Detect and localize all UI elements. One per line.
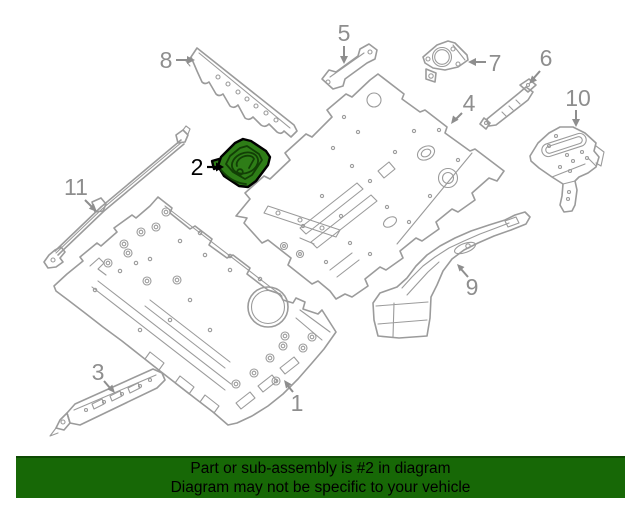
callout-3: 3 (92, 359, 115, 393)
callout-arrowhead-11 (88, 203, 97, 212)
part-6-drawing (479, 78, 537, 130)
callout-7: 7 (468, 50, 501, 76)
callout-arrow-4 (455, 112, 463, 120)
callout-10: 10 (565, 85, 591, 127)
part-2-drawing-highlighted (210, 137, 272, 189)
callout-11: 11 (64, 174, 97, 212)
callout-arrow-6 (532, 70, 541, 80)
part-11-drawing (43, 125, 191, 269)
part-label-2: 2 (191, 154, 204, 180)
callout-arrow-11 (84, 199, 93, 208)
callout-arrowhead-3 (107, 384, 115, 393)
part-label-11: 11 (64, 174, 88, 200)
part-label-3: 3 (92, 359, 105, 385)
part-label-8: 8 (160, 47, 173, 73)
callout-arrowhead-10 (572, 119, 580, 127)
part-label-1: 1 (291, 390, 304, 416)
part-5-drawing (321, 43, 378, 90)
part-1-drawing (53, 196, 337, 426)
part-label-9: 9 (466, 274, 479, 300)
banner-line-1: Part or sub-assembly is #2 in diagram (190, 460, 451, 477)
callout-arrowhead-8 (187, 56, 195, 64)
callout-arrow-3 (103, 380, 111, 389)
callout-arrowhead-6 (529, 75, 537, 84)
part-8-drawing (185, 47, 298, 138)
callout-9: 9 (457, 264, 478, 300)
part-10-drawing (529, 126, 605, 213)
callout-arrowhead-2 (216, 162, 224, 172)
callout-arrowhead-1 (284, 380, 292, 389)
callout-5: 5 (338, 20, 351, 64)
banner-line-2: Diagram may not be specific to your vehi… (170, 479, 471, 496)
highlight-banner: Part or sub-assembly is #2 in diagram Di… (16, 456, 625, 498)
part-label-6: 6 (540, 45, 553, 71)
part-4-drawing (235, 73, 505, 300)
callout-8: 8 (160, 47, 195, 73)
callout-arrowhead-9 (457, 264, 465, 272)
part-label-10: 10 (565, 85, 591, 111)
callout-arrowhead-4 (451, 115, 459, 124)
part-7-drawing (422, 40, 469, 83)
callout-arrowhead-5 (340, 56, 348, 64)
part-label-7: 7 (489, 50, 502, 76)
callout-arrow-9 (460, 268, 469, 278)
callout-arrow-1 (287, 385, 294, 393)
part-3-drawing (49, 368, 166, 437)
part-label-4: 4 (463, 90, 476, 116)
callout-6: 6 (529, 45, 552, 84)
callout-1: 1 (284, 380, 303, 416)
part-9-drawing (372, 211, 531, 339)
callout-4: 4 (451, 90, 476, 124)
part-label-5: 5 (338, 20, 351, 46)
callout-arrowhead-7 (468, 58, 476, 66)
callout-2-highlighted: 2 (191, 154, 224, 180)
